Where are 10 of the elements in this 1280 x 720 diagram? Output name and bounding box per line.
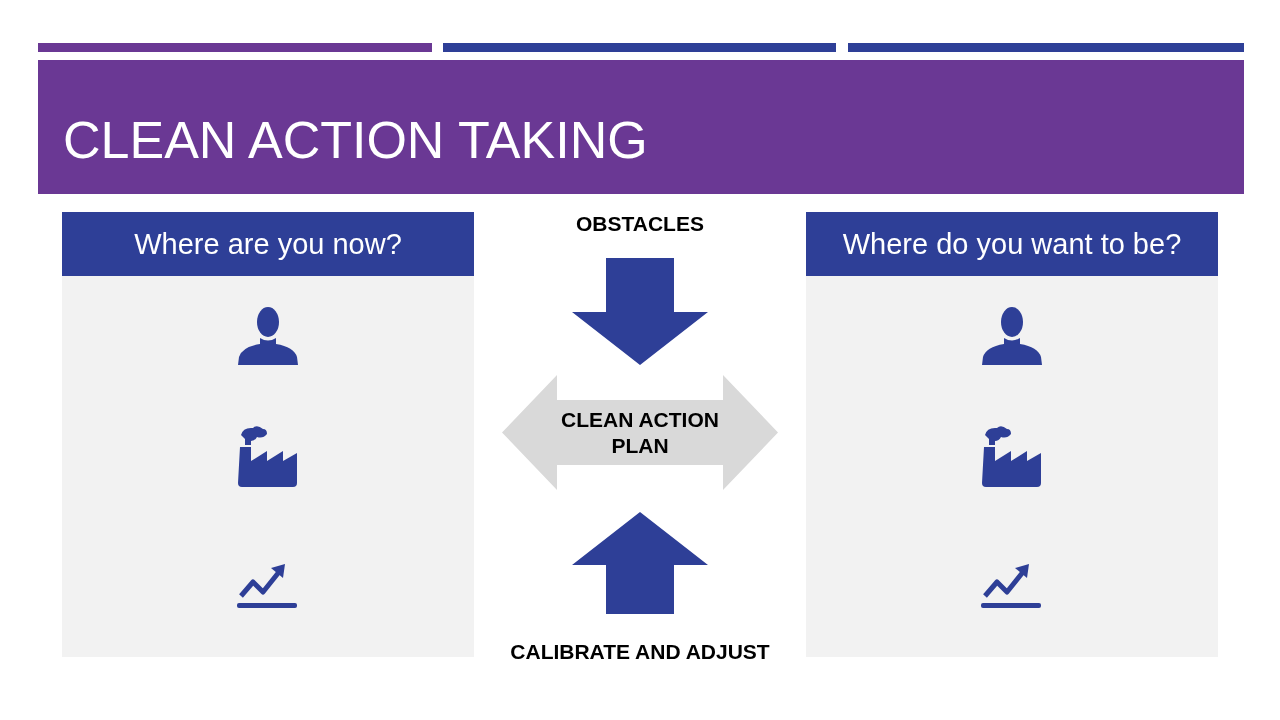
arrow-caption: CALIBRATE AND ADJUST [510,639,770,665]
block-arrow [572,258,708,365]
title-banner: CLEAN ACTION TAKING [38,60,1244,194]
panel-heading: Where do you want to be? [806,212,1218,276]
panel-card [62,212,474,657]
arrow-caption: OBSTACLES [576,211,704,237]
block-arrow [572,512,708,614]
arrow-caption: CLEAN ACTION PLAN [560,406,720,459]
panel-card [806,212,1218,657]
panel-heading: Where are you now? [62,212,474,276]
